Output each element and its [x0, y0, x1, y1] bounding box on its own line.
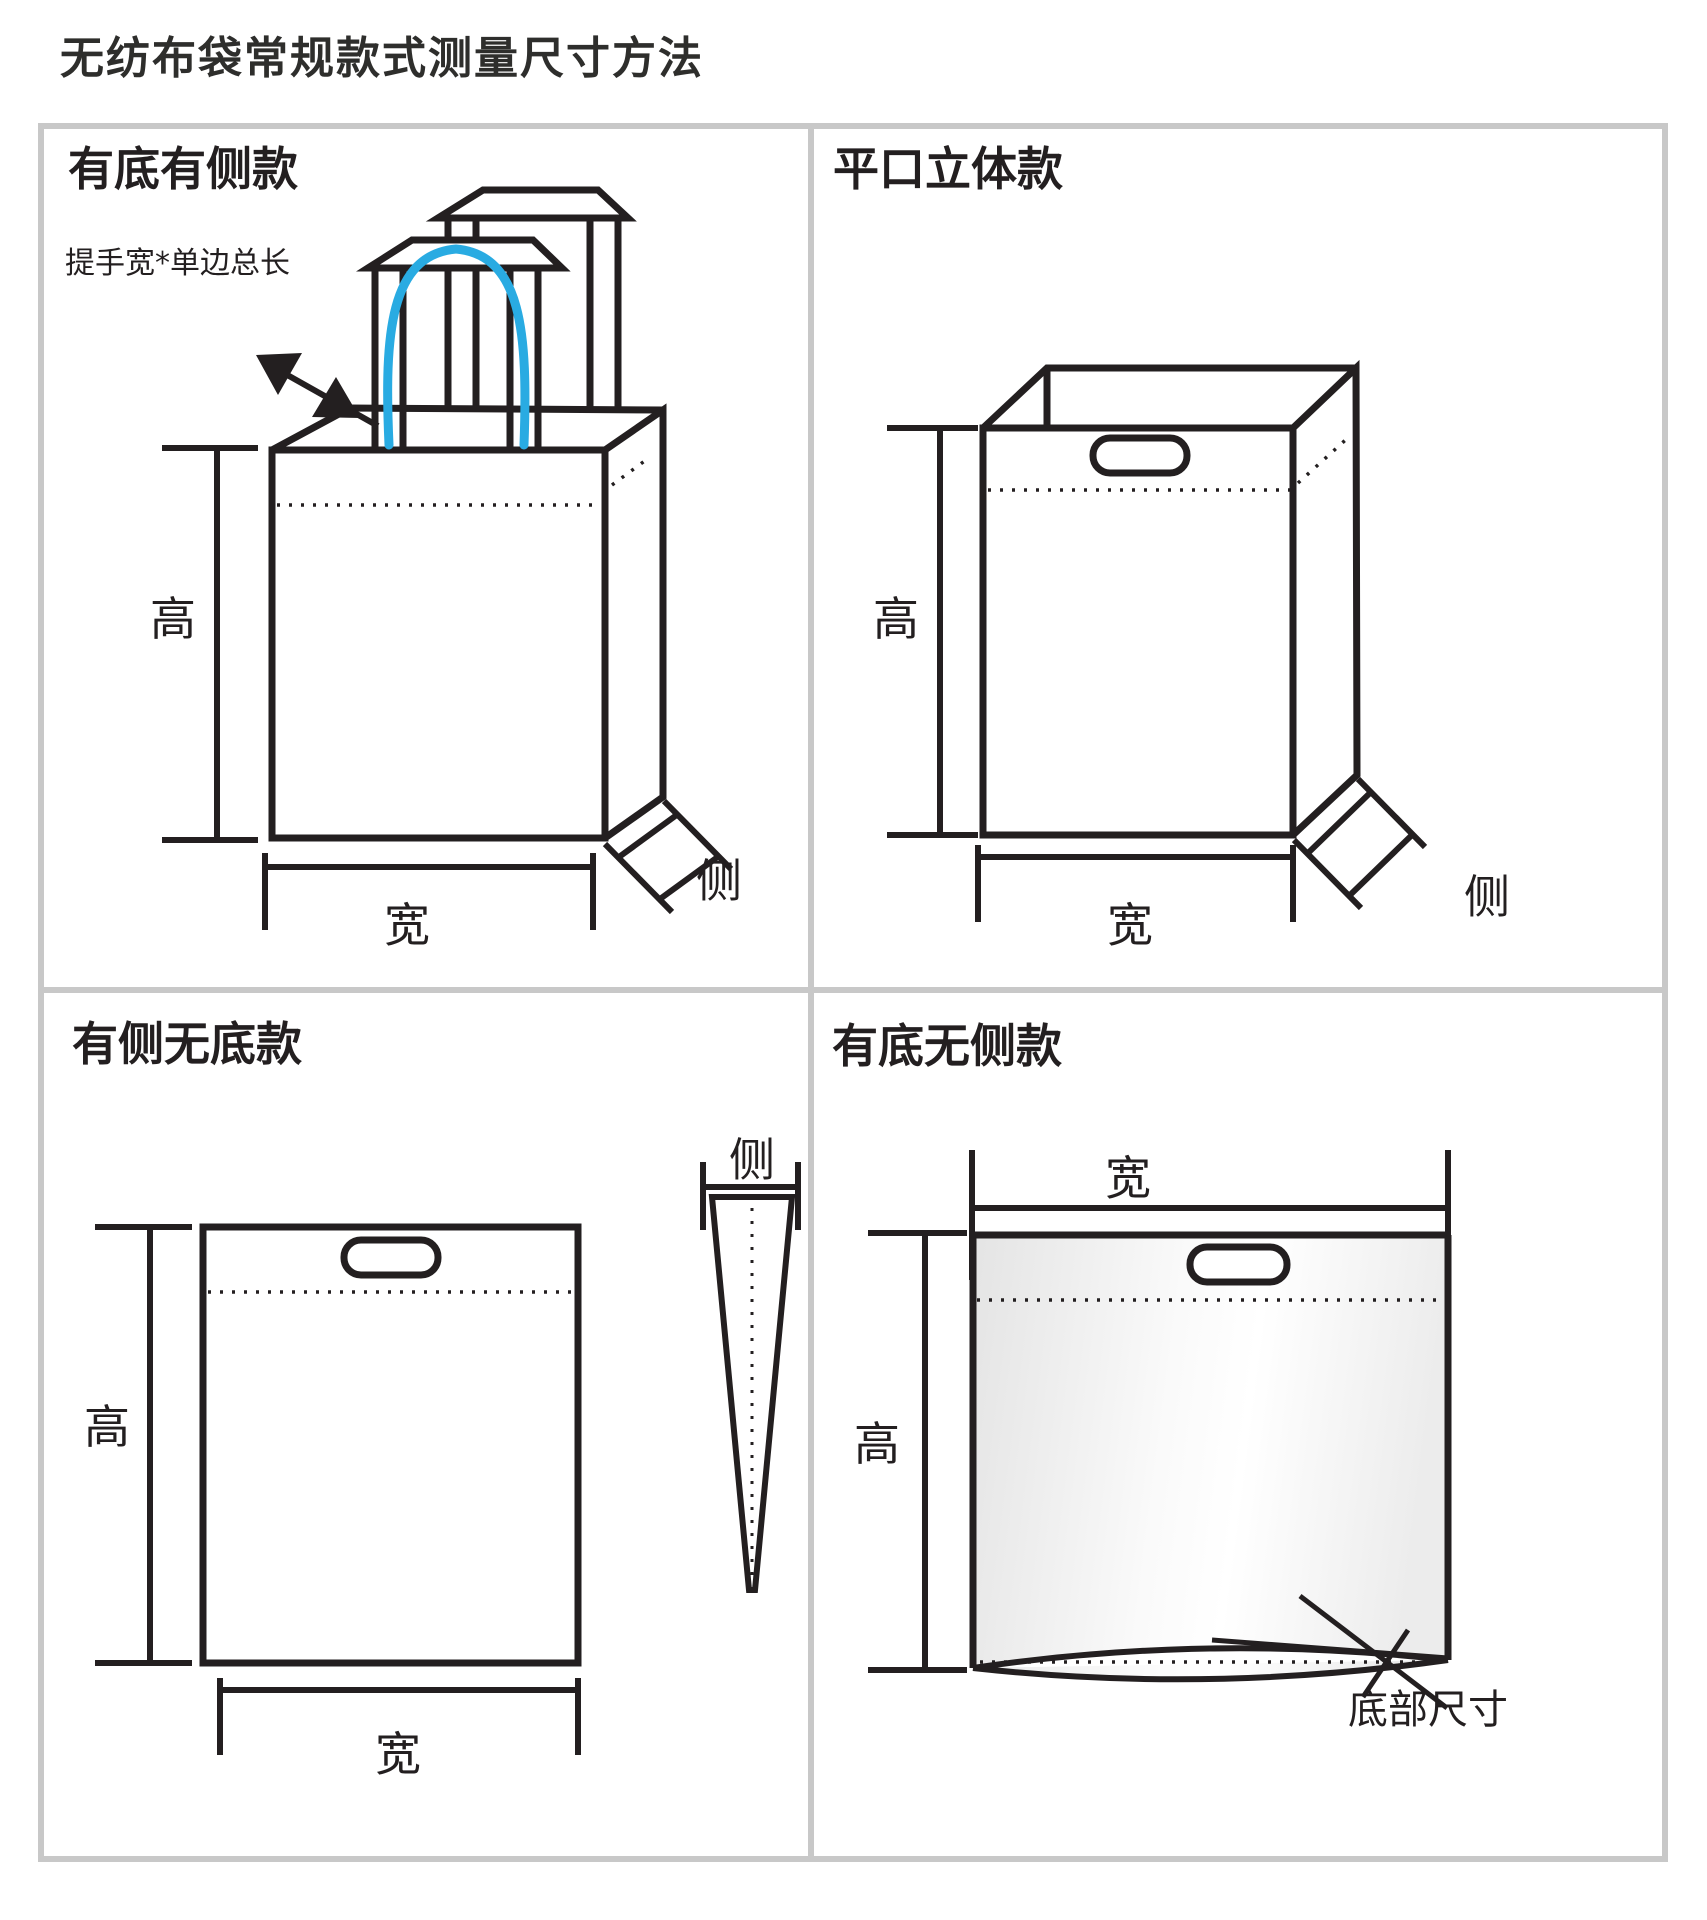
panel-bottom-and-side-style: 有底有侧款 提手宽*单边总长 高 宽 侧: [44, 129, 808, 987]
handle-note-label: 提手宽*单边总长: [65, 246, 290, 281]
height-dimension: [162, 445, 258, 843]
seam-dotted-line: [977, 1298, 1444, 1664]
bag-front-face: [268, 446, 609, 842]
bag-side-face: [1290, 359, 1361, 838]
bag-diagram-flat-mouth: 平口立体款 高 宽 侧: [833, 142, 1510, 952]
panel-side-no-bottom-style: 有侧无底款 高 宽 侧: [44, 993, 808, 1856]
back-handle-top: [425, 186, 637, 222]
width-dimension: [975, 845, 1296, 922]
page-title: 无纺布袋常规款式测量尺寸方法: [60, 33, 704, 84]
panel2-title: 平口立体款: [833, 142, 1063, 196]
width-label: 宽: [1105, 1151, 1151, 1205]
panel3-title: 有侧无底款: [72, 1017, 302, 1071]
panel4-title: 有底无侧款: [832, 1019, 1062, 1073]
bag-body: [268, 403, 667, 842]
handle-measure-curve: [383, 244, 530, 450]
height-dimension: [887, 425, 978, 838]
side-label: 侧: [696, 854, 742, 908]
bottom-size-dimension: [1298, 1594, 1449, 1710]
width-label: 宽: [1107, 898, 1153, 952]
side-label: 侧: [729, 1133, 775, 1187]
height-dimension: [95, 1224, 192, 1666]
bag-diagram-side-no-bottom: 有侧无底款 高 宽 侧: [72, 1017, 801, 1781]
die-cut-handle: [340, 1236, 442, 1279]
width-label: 宽: [384, 898, 430, 952]
side-dimension: [1291, 776, 1428, 911]
bag-diagram-bottom-no-side: 有底无侧款 高 宽 底部尺寸: [832, 1019, 1508, 1733]
panel1-title: 有底有侧款: [68, 142, 298, 196]
diagram-grid: 有底有侧款 提手宽*单边总长 高 宽 侧: [38, 123, 1668, 1862]
bag-front-face: [979, 424, 1297, 839]
bag-body: [199, 1223, 582, 1667]
die-cut-handle: [1089, 434, 1191, 477]
side-wedge: [708, 1194, 796, 1593]
bag-body: [979, 359, 1361, 839]
bag-front-face: [973, 1235, 1448, 1678]
height-label: 高: [854, 1417, 900, 1471]
side-label: 侧: [1464, 870, 1510, 924]
height-label: 高: [873, 592, 919, 646]
side-width-dimension: [700, 1162, 801, 1230]
height-label: 高: [150, 592, 196, 646]
height-dimension: [868, 1230, 967, 1673]
die-cut-handle: [1186, 1243, 1291, 1286]
width-label: 宽: [375, 1727, 421, 1781]
side-dimension: [602, 798, 734, 915]
width-dimension: [262, 853, 596, 930]
bag-diagram-with-bottom-and-side: 有底有侧款 提手宽*单边总长 高 宽 侧: [65, 142, 742, 952]
bottom-gusset: [972, 1637, 1449, 1683]
gusset-fold-line: [1211, 1637, 1449, 1661]
height-label: 高: [84, 1400, 130, 1454]
bag-outline: [969, 1231, 1452, 1668]
handle-note-arrow: [256, 353, 380, 429]
panel-bottom-no-side-style: 有底无侧款 高 宽 底部尺寸: [814, 993, 1662, 1856]
side-profile-view: [700, 1162, 801, 1593]
seam-dotted-line: [988, 433, 1353, 492]
bag-front-face: [199, 1223, 582, 1667]
bag-side-face: [602, 403, 667, 841]
bottom-size-label: 底部尺寸: [1348, 1687, 1508, 1733]
panel-flat-mouth-3d-style: 平口立体款 高 宽 侧: [814, 129, 1662, 987]
width-dimension: [217, 1678, 581, 1755]
